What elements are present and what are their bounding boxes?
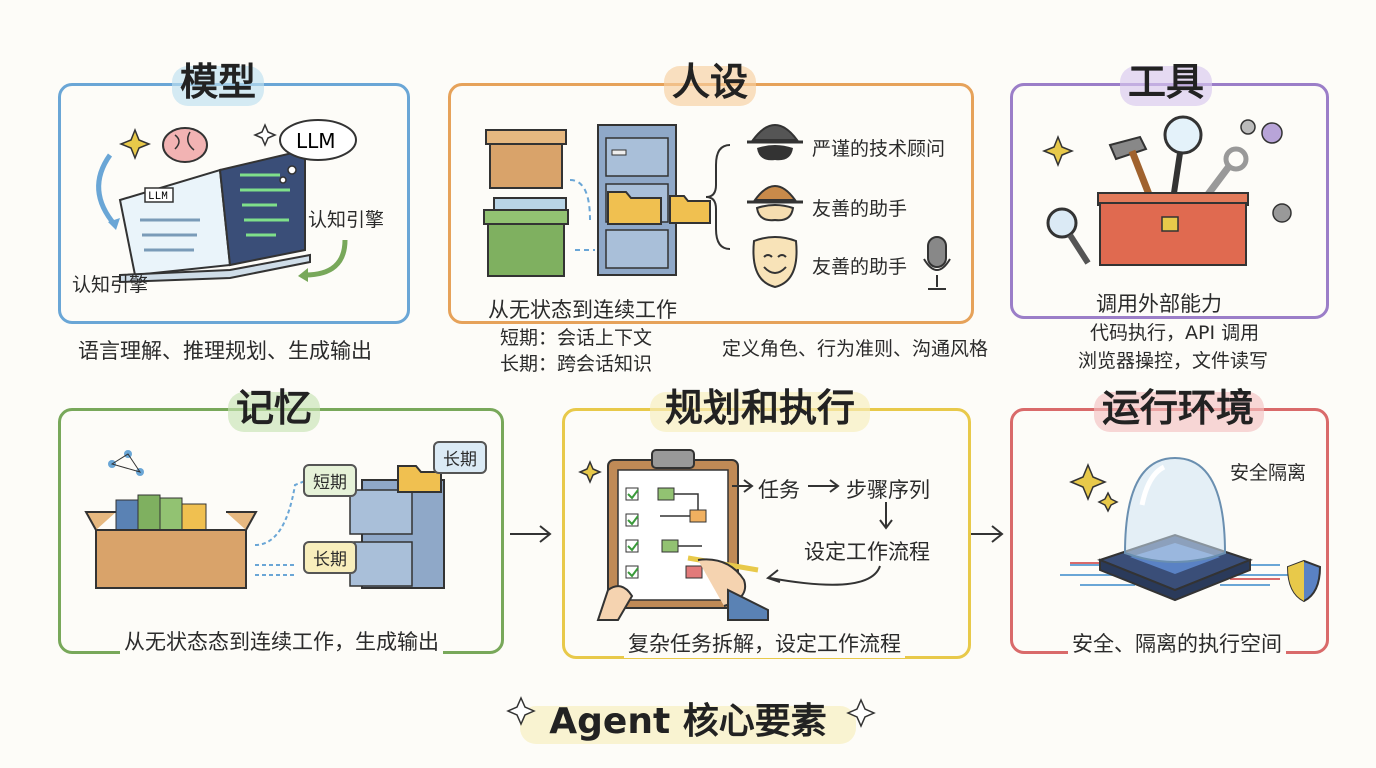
gear-icon [1240, 119, 1283, 144]
toolbox-icon [1097, 192, 1249, 266]
magnifier-icon [1046, 207, 1091, 265]
glass-dome-icon [1123, 456, 1227, 563]
persona-right-caption: 定义角色、行为准则、沟通风格 [722, 338, 989, 360]
persona-illustration [483, 124, 731, 277]
model-caption: 语言理解、推理规划、生成输出 [78, 339, 372, 363]
sparkle-icon [253, 123, 277, 147]
gear-icon [1272, 203, 1292, 223]
smile-mask-icon [752, 236, 798, 289]
planning-workflow-label: 设定工作流程 [804, 540, 930, 564]
magnifier-icon [1163, 115, 1203, 194]
planning-title-highlight [650, 392, 870, 432]
tools-title-highlight [1120, 66, 1212, 106]
arrow-down-icon [879, 502, 893, 530]
sparkle-icon [1069, 463, 1107, 501]
memory-title-highlight [228, 392, 320, 432]
model-label-right: 认知引擎 [308, 209, 385, 231]
brace-icon [705, 144, 731, 250]
cycle-arrow-icon [304, 239, 348, 278]
open-book-icon: LLM [118, 148, 311, 284]
arrow-right-icon [510, 525, 552, 543]
flow-arrows [732, 479, 893, 586]
cardboard-box-icon [84, 494, 258, 589]
short-term-tag: 短期 [303, 464, 357, 497]
tools-caption-3: 浏览器操控，文件读写 [1078, 350, 1269, 372]
footer-highlight [520, 706, 856, 744]
file-cabinet-icon [349, 465, 445, 589]
storage-box-icon [483, 129, 569, 277]
cycle-arrow-icon [96, 153, 117, 227]
llm-speech-bubble [279, 119, 357, 161]
toolbox-illustration [1041, 115, 1292, 266]
sparkle-icon [1041, 134, 1075, 168]
hand-pen-icon [596, 555, 769, 621]
persona-item-2: 友善的助手 [812, 198, 908, 220]
model-label-left: 认知引擎 [72, 274, 149, 296]
tools-caption-1: 调用外部能力 [1096, 292, 1222, 316]
model-title-highlight [172, 66, 264, 106]
clipboard-illustration [578, 449, 769, 621]
arrow-right-icon [970, 525, 1004, 543]
memory-title: 记忆 [235, 386, 313, 430]
planning-task-label: 任务 [758, 478, 800, 502]
arrow-icon [254, 480, 306, 546]
planning-caption: 复杂任务拆解，设定工作流程 [624, 628, 905, 658]
persona-short-term: 短期：会话上下文 [500, 327, 653, 349]
long-term-tag-top: 长期 [433, 441, 487, 474]
folder-icon [607, 191, 711, 225]
persona-item-1: 严谨的技术顾问 [812, 138, 946, 160]
sparkle-icon [1097, 491, 1119, 513]
persona-long-term: 长期：跨会话知识 [500, 353, 653, 375]
runtime-illustration [1060, 456, 1322, 603]
svg-text:LLM: LLM [296, 129, 336, 153]
detective-mask-icon [747, 124, 803, 161]
brain-icon [162, 127, 208, 163]
tools-title: 工具 [1127, 60, 1205, 104]
persona-title: 人设 [671, 60, 749, 104]
hammer-icon [1108, 135, 1154, 199]
microphone-icon [923, 236, 951, 290]
long-term-tag: 长期 [303, 541, 357, 574]
memory-illustration [84, 450, 445, 589]
model-title: 模型 [179, 60, 257, 104]
checklist-icon [625, 487, 707, 579]
planning-steps-label: 步骤序列 [846, 478, 930, 502]
runtime-isolation-label: 安全隔离 [1230, 462, 1307, 484]
arrow-right-icon [808, 479, 840, 493]
arrow-right-icon [732, 479, 754, 493]
network-icon [108, 450, 144, 476]
persona-left-caption: 从无状态到连续工作 [488, 298, 677, 322]
sparkle-icon [506, 696, 536, 726]
runtime-title-highlight [1094, 392, 1264, 432]
planning-title: 规划和执行 [664, 386, 856, 430]
shield-icon [1286, 559, 1322, 603]
memory-caption: 从无状态态到连续工作，生成输出 [120, 626, 443, 656]
sparkle-icon [578, 460, 602, 484]
persona-title-highlight [664, 66, 756, 106]
persona-item-3: 友善的助手 [812, 256, 908, 278]
model-illustration: LLM LLM [96, 119, 357, 284]
runtime-caption: 安全、隔离的执行空间 [1068, 628, 1286, 658]
curved-arrow-icon [765, 565, 881, 586]
runtime-title: 运行环境 [1101, 386, 1255, 430]
cowboy-mask-icon [747, 185, 803, 222]
svg-text:LLM: LLM [148, 191, 168, 203]
sparkle-icon [846, 698, 876, 728]
footer-title: Agent 核心要素 [549, 701, 827, 742]
tools-caption-2: 代码执行，API 调用 [1090, 322, 1260, 344]
sparkle-icon [118, 127, 152, 161]
